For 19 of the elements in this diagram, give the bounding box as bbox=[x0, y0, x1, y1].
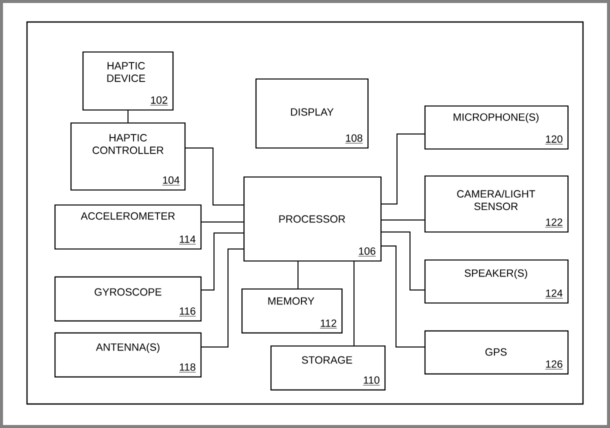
connector-line bbox=[381, 232, 425, 290]
block-box: GPS 126 bbox=[424, 330, 569, 375]
block-box: HAPTIC DEVICE 102 bbox=[82, 51, 174, 111]
block-box: STORAGE 110 bbox=[270, 345, 386, 391]
block-box: CAMERA/LIGHT SENSOR 122 bbox=[424, 175, 569, 233]
connector-line bbox=[381, 246, 425, 348]
block-box: ACCELEROMETER 114 bbox=[54, 204, 202, 250]
connector-line bbox=[381, 134, 425, 204]
block-box: ANTENNA(S) 118 bbox=[54, 332, 202, 378]
block-box: SPEAKER(S) 124 bbox=[424, 259, 569, 304]
block-box: MICROPHONE(S) 120 bbox=[424, 105, 569, 150]
block-box: MEMORY 112 bbox=[241, 288, 343, 334]
connector-line bbox=[201, 248, 244, 348]
connector-line bbox=[185, 148, 244, 206]
block-box: DISPLAY 108 bbox=[255, 78, 369, 149]
block-box: PROCESSOR 106 bbox=[243, 176, 382, 262]
block-box: HAPTIC CONTROLLER 104 bbox=[70, 122, 186, 191]
connector-line bbox=[201, 232, 244, 290]
block-box: GYROSCOPE 116 bbox=[54, 276, 202, 322]
